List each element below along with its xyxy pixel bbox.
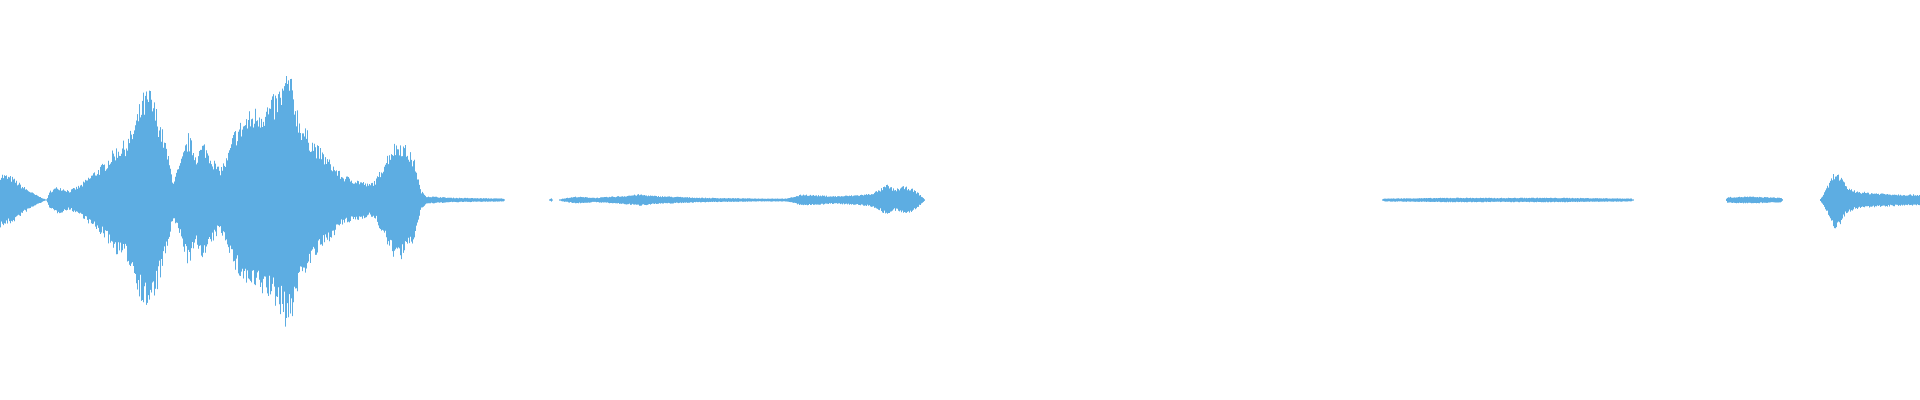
- waveform-peaks: [0, 75, 1920, 327]
